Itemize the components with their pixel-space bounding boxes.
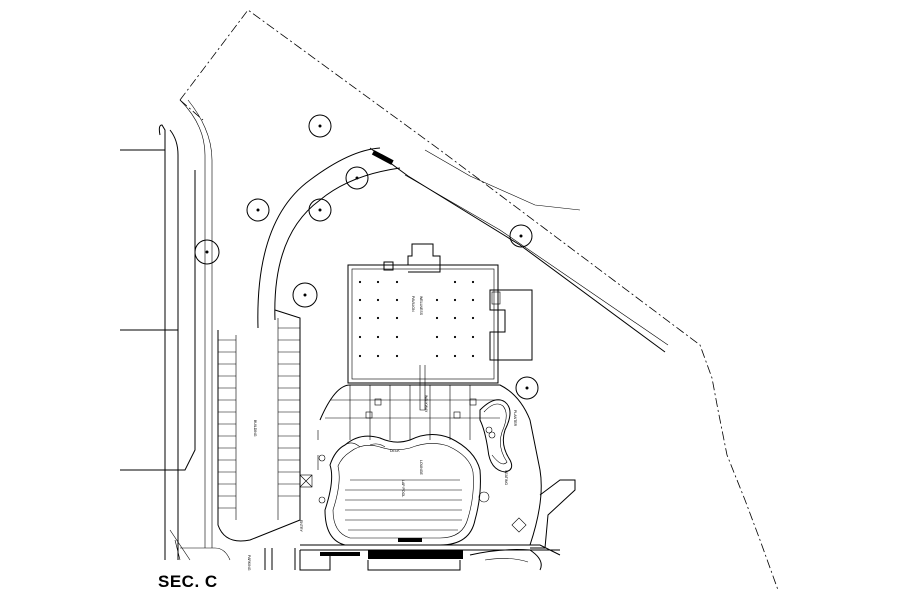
bench <box>371 150 394 165</box>
svg-text:SEATING: SEATING <box>504 470 508 485</box>
trees <box>194 114 539 400</box>
road-edge-line-3 <box>404 174 669 346</box>
curved-path-outer <box>257 147 381 329</box>
curved-path-inner <box>274 167 401 321</box>
left-road-outer <box>158 124 166 560</box>
road-edge-line-2 <box>424 149 581 211</box>
site-details: PLANTER SEATING WALKWAY LOUNGE ENTRY PAR… <box>247 395 576 571</box>
left-road-return <box>169 529 191 561</box>
svg-text:LAP POOL: LAP POOL <box>401 480 405 497</box>
svg-text:WALKWAY: WALKWAY <box>424 395 428 413</box>
plaza-grid <box>319 384 542 546</box>
building-label-1: WELLNESS <box>419 296 423 316</box>
section-marker-line <box>120 170 196 471</box>
left-road-inner-2 <box>179 99 206 548</box>
svg-text:PLANTER: PLANTER <box>513 410 517 427</box>
section-title: SEC. C <box>158 572 218 591</box>
svg-text:DECK: DECK <box>390 449 400 453</box>
main-building: WELLNESS PAVILION <box>347 243 533 411</box>
svg-text:BUILDING: BUILDING <box>253 420 257 437</box>
parking-area: BUILDING <box>217 309 301 542</box>
left-road-inner-3 <box>187 99 213 548</box>
road-edge-line <box>369 147 666 353</box>
building-label-2: PAVILION <box>411 296 415 312</box>
svg-text:PARKING: PARKING <box>247 555 251 571</box>
left-road-inner <box>169 129 179 560</box>
property-boundary-line <box>179 9 779 591</box>
svg-text:ENTRY: ENTRY <box>299 520 303 532</box>
bottom-structures <box>180 538 561 571</box>
svg-text:LOUNGE: LOUNGE <box>419 460 423 475</box>
pool: LAP POOL DECK <box>324 434 481 546</box>
